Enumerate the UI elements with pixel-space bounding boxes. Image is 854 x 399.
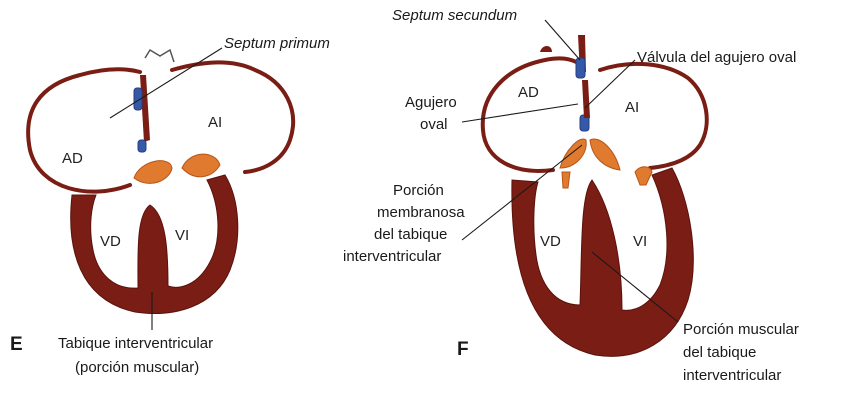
e-chamber-ad: AD bbox=[62, 150, 83, 167]
f-label-agujero-2: oval bbox=[420, 116, 448, 133]
e-cushion-right bbox=[182, 154, 220, 177]
f-label-membranosa-1: Porción bbox=[393, 182, 444, 199]
e-chamber-ai: AI bbox=[208, 114, 222, 131]
e-septum-blue-lower bbox=[138, 140, 146, 152]
f-cushion-small-right bbox=[635, 167, 652, 185]
f-chamber-ai: AI bbox=[625, 99, 639, 116]
f-panel-letter: F bbox=[457, 339, 469, 360]
e-label-tabique-2: (porción muscular) bbox=[75, 359, 199, 376]
f-septum-primum bbox=[582, 80, 590, 118]
f-label-agujero-1: Agujero bbox=[405, 94, 457, 111]
f-chamber-vi: VI bbox=[633, 233, 647, 250]
f-cushion-right bbox=[590, 139, 620, 170]
e-ventricle-wall bbox=[71, 175, 238, 313]
f-label-muscular-2: del tabique bbox=[683, 344, 756, 361]
f-label-membranosa-3: del tabique bbox=[374, 226, 447, 243]
f-label-membranosa-2: membranosa bbox=[377, 204, 465, 221]
f-cushion-small-left bbox=[562, 172, 570, 188]
panel-f: AD AI VD VI Septum secundum Válvula del … bbox=[343, 7, 799, 384]
f-label-muscular-1: Porción muscular bbox=[683, 321, 799, 338]
e-label-tabique-1: Tabique interventricular bbox=[58, 335, 213, 352]
f-label-septum-secundum: Septum secundum bbox=[392, 7, 517, 24]
panel-e: AD AI VD VI Septum primum Tabique interv… bbox=[10, 35, 330, 376]
e-panel-letter: E bbox=[10, 334, 23, 355]
e-chamber-vi: VI bbox=[175, 227, 189, 244]
e-cushion-left bbox=[134, 161, 172, 184]
f-ventricle-wall bbox=[512, 168, 693, 356]
f-agujero-leader bbox=[462, 104, 578, 122]
f-cushion-left bbox=[560, 139, 586, 168]
e-chamber-vd: VD bbox=[100, 233, 121, 250]
f-chamber-vd: VD bbox=[540, 233, 561, 250]
f-label-membranosa-4: interventricular bbox=[343, 248, 441, 265]
f-septum-secundum-knob bbox=[540, 46, 552, 52]
f-chamber-ad: AD bbox=[518, 84, 539, 101]
f-label-muscular-3: interventricular bbox=[683, 367, 781, 384]
e-septum-primum-leader bbox=[110, 48, 222, 118]
f-label-valvula: Válvula del agujero oval bbox=[637, 49, 796, 66]
f-secundum-leader bbox=[545, 20, 580, 60]
f-septum-blue-upper bbox=[576, 58, 585, 78]
e-label-septum-primum: Septum primum bbox=[224, 35, 330, 52]
e-atrial-notch bbox=[145, 50, 174, 62]
